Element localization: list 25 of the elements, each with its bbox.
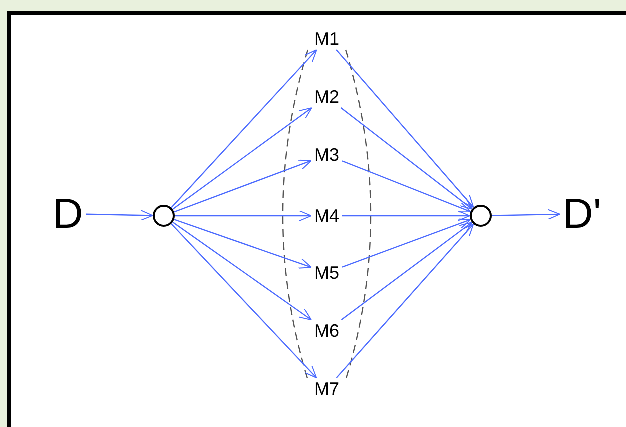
- arrow: [171, 224, 318, 378]
- arrow: [336, 50, 474, 208]
- arrow: [342, 218, 472, 268]
- model-label: M2: [314, 88, 340, 106]
- data-label: D: [53, 193, 84, 235]
- arrow: [342, 210, 470, 222]
- arrow: [340, 108, 473, 210]
- model-label: M7: [314, 380, 340, 398]
- arrow: [174, 219, 312, 269]
- arrow: [336, 224, 474, 378]
- model-label: M5: [314, 264, 340, 282]
- arrow: [341, 222, 473, 320]
- model-label: M3: [314, 146, 340, 164]
- arrow: [342, 160, 472, 213]
- data-label: D': [563, 193, 602, 235]
- model-label: M4: [314, 207, 340, 225]
- arrow: [172, 108, 312, 210]
- arrow: [174, 160, 312, 213]
- arrow: [171, 50, 318, 208]
- model-label: M6: [314, 322, 340, 340]
- arrow: [86, 210, 154, 222]
- arrow: [492, 209, 560, 220]
- model-label: M1: [314, 30, 340, 48]
- arrow: [175, 210, 312, 222]
- arrow: [172, 222, 312, 321]
